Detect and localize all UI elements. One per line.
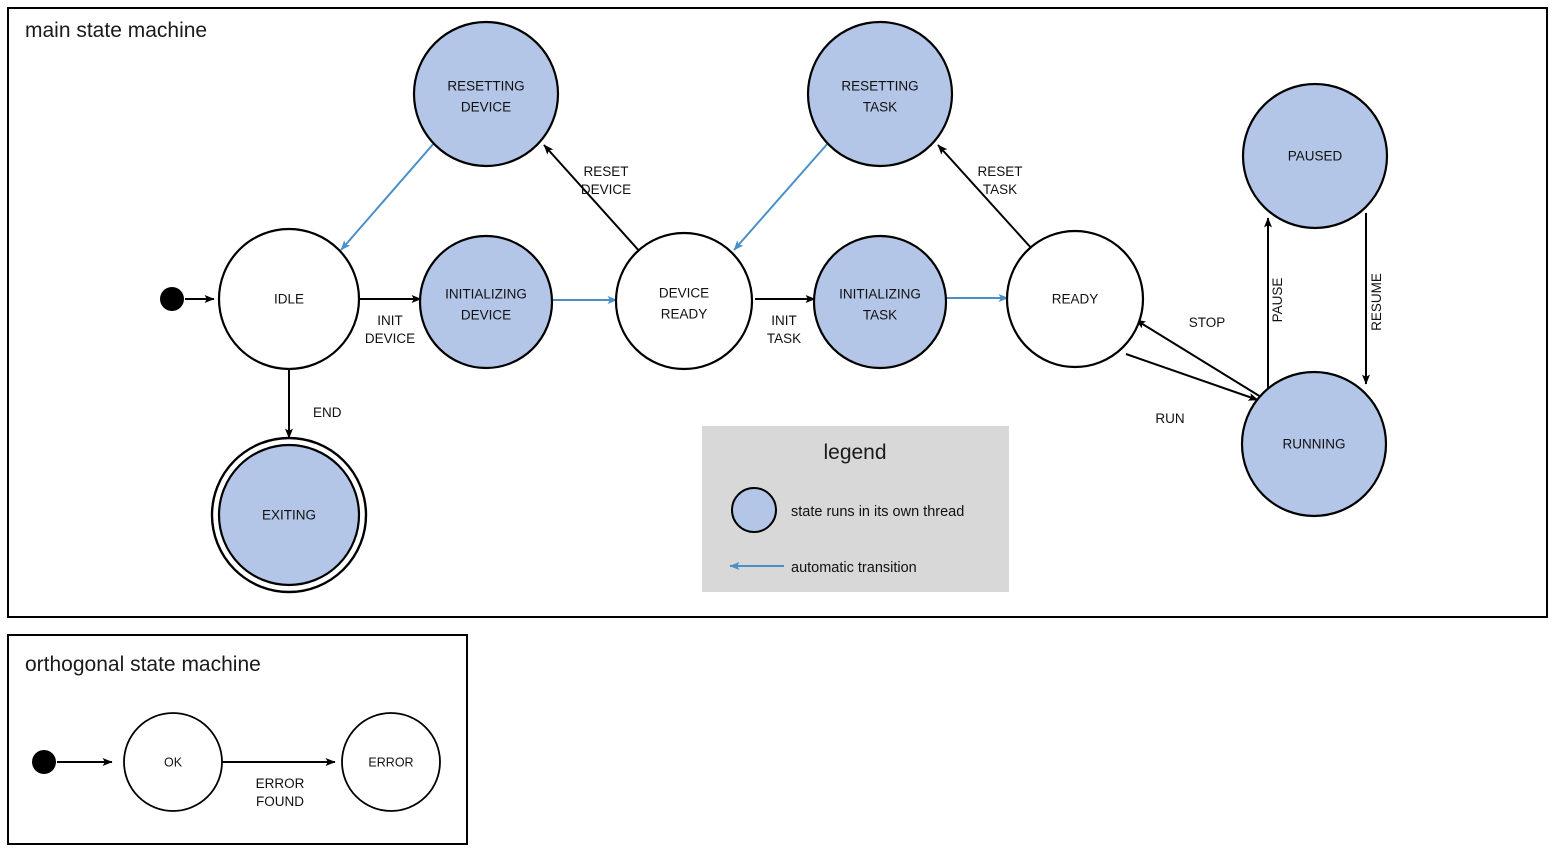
edge-label-init-device-line1: INIT (377, 313, 403, 328)
state-paused-circle[interactable] (1241, 82, 1389, 230)
legend-item-auto-label: automatic transition (791, 560, 917, 576)
edge-label-pause: PAUSE (1270, 278, 1285, 323)
state-resetting-task-label-line1: RESETTING (841, 79, 918, 94)
initial-pseudostate-main (160, 287, 184, 311)
state-exiting-circle[interactable] (217, 443, 361, 587)
state-running[interactable]: RUNNING (1240, 370, 1388, 518)
state-error-circle[interactable] (341, 712, 441, 812)
edge-running-to-ready (1135, 319, 1262, 398)
state-initializing-task-label-line1: INITIALIZING (839, 287, 921, 302)
edge-label-init-task-line1: INIT (771, 313, 797, 328)
edge-label-reset-device-line1: RESET (583, 164, 628, 179)
state-resetting-device-label-line1: RESETTING (447, 79, 524, 94)
edge-label-init-task-line2: TASK (767, 331, 801, 346)
edge-label-stop: STOP (1189, 315, 1226, 330)
edge-label-end: END (313, 405, 342, 420)
state-device-ready-label-line1: DEVICE (659, 286, 709, 301)
edge-resetting-device-to-idle (340, 141, 436, 251)
state-ok[interactable]: OK (123, 712, 223, 812)
state-initializing-task[interactable]: INITIALIZING TASK (812, 234, 948, 370)
main-state-machine-frame (7, 7, 1548, 618)
edge-ready-to-resetting-task (937, 144, 1034, 251)
state-exiting-outer-ring (210, 436, 368, 594)
legend-title: legend (823, 441, 886, 464)
state-exiting-label: EXITING (262, 508, 316, 523)
state-resetting-device[interactable]: RESETTING DEVICE (412, 20, 560, 168)
state-running-circle[interactable] (1240, 370, 1388, 518)
state-exiting[interactable]: EXITING (210, 436, 368, 594)
edge-resetting-task-to-device-ready (733, 141, 830, 251)
state-ok-label: OK (164, 755, 183, 769)
state-resetting-task-circle[interactable] (806, 20, 954, 168)
edge-device-ready-to-resetting-device (543, 144, 642, 254)
orthogonal-state-machine-frame (7, 634, 468, 845)
state-initializing-device-label-line1: INITIALIZING (445, 287, 527, 302)
initial-pseudostate-orthogonal (32, 750, 56, 774)
state-initializing-device-circle[interactable] (418, 234, 554, 370)
state-paused-label: PAUSED (1288, 149, 1343, 164)
state-ready-circle[interactable] (1005, 229, 1145, 369)
legend: legend state runs in its own thread auto… (702, 426, 1009, 592)
state-paused[interactable]: PAUSED (1241, 82, 1389, 230)
state-device-ready-label-line2: READY (661, 307, 708, 322)
state-ready[interactable]: READY (1005, 229, 1145, 369)
edge-label-error-found-line1: ERROR (256, 776, 305, 791)
edge-label-reset-task-line2: TASK (983, 182, 1017, 197)
state-initializing-task-label-line2: TASK (863, 308, 897, 323)
state-ready-label: READY (1052, 292, 1099, 307)
state-resetting-task-label-line2: TASK (863, 100, 897, 115)
state-device-ready-circle[interactable] (614, 231, 754, 371)
state-error[interactable]: ERROR (341, 712, 441, 812)
legend-threaded-state-swatch (731, 487, 777, 533)
edge-label-resume: RESUME (1369, 273, 1384, 331)
main-state-machine-title: main state machine (25, 19, 207, 42)
edge-label-error-found-line2: FOUND (256, 794, 304, 809)
edge-ready-to-running (1125, 353, 1259, 401)
state-running-label: RUNNING (1283, 437, 1346, 452)
state-idle[interactable]: IDLE (217, 227, 361, 371)
edge-label-init-device-line2: DEVICE (365, 331, 415, 346)
edge-label-run: RUN (1155, 411, 1184, 426)
state-resetting-device-label-line2: DEVICE (461, 100, 511, 115)
state-device-ready[interactable]: DEVICE READY (614, 231, 754, 371)
state-resetting-task[interactable]: RESETTING TASK (806, 20, 954, 168)
legend-item-threaded-label: state runs in its own thread (791, 504, 964, 520)
state-resetting-device-circle[interactable] (412, 20, 560, 168)
state-initializing-device-label-line2: DEVICE (461, 308, 511, 323)
state-initializing-task-circle[interactable] (812, 234, 948, 370)
edge-label-reset-device-line2: DEVICE (581, 182, 631, 197)
state-initializing-device[interactable]: INITIALIZING DEVICE (418, 234, 554, 370)
state-error-label: ERROR (368, 755, 413, 769)
state-idle-circle[interactable] (217, 227, 361, 371)
edge-label-reset-task-line1: RESET (977, 164, 1022, 179)
state-ok-circle[interactable] (123, 712, 223, 812)
orthogonal-state-machine-title: orthogonal state machine (25, 653, 261, 676)
state-idle-label: IDLE (274, 292, 304, 307)
